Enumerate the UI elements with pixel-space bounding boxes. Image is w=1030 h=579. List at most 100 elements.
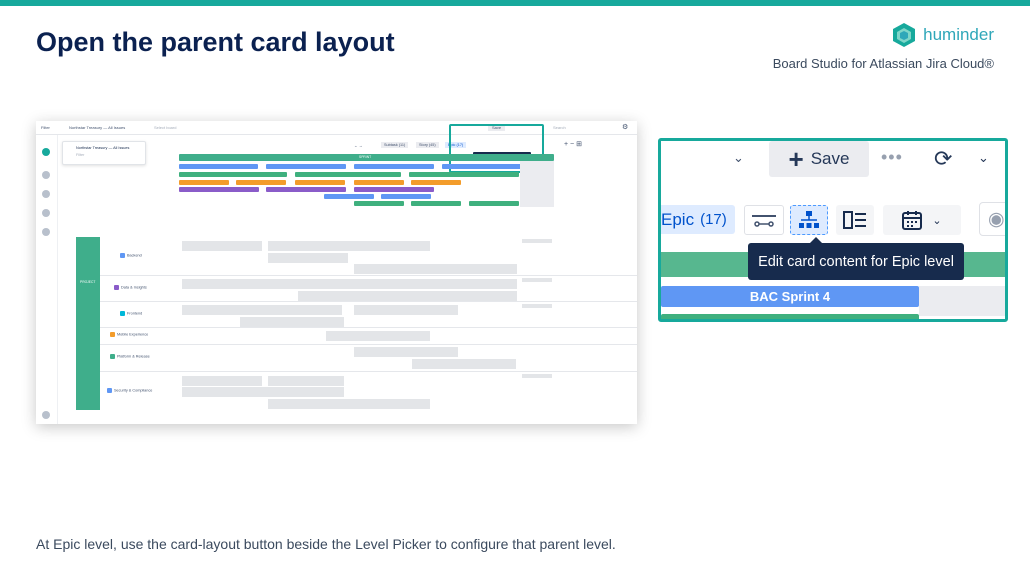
issue-card[interactable]	[298, 291, 517, 301]
gantt-bar[interactable]	[354, 201, 404, 206]
issue-card[interactable]	[522, 239, 552, 243]
slide-title: Open the parent card layout	[36, 27, 395, 57]
filter-label[interactable]: Filter	[41, 125, 50, 130]
mini-story[interactable]: Story (45)	[416, 142, 439, 148]
gantt-bar[interactable]	[179, 187, 259, 192]
mini-nav-arrows[interactable]: ← →	[354, 144, 363, 148]
hierarchy-toggle[interactable]	[790, 205, 828, 235]
issue-card[interactable]	[182, 279, 517, 289]
issue-card[interactable]	[182, 387, 344, 397]
lane-security[interactable]: Security & Compliance	[107, 388, 152, 393]
plus-icon: +	[788, 144, 804, 174]
connector-icon	[752, 215, 776, 227]
lane-icon	[120, 253, 125, 258]
lane-icon	[114, 285, 119, 290]
gantt-bar[interactable]	[179, 164, 258, 169]
refresh-icon[interactable]: ⟳	[934, 146, 953, 171]
level-picker-epic[interactable]: Epic (17)	[661, 205, 735, 234]
gantt-bar[interactable]	[409, 172, 519, 177]
lane-icon	[110, 332, 115, 337]
board-screenshot: Filter Northstar Treasury — All Issues S…	[36, 121, 637, 424]
lane-data-insights[interactable]: Data & Insights	[114, 285, 147, 290]
swimlane-project: PROJECT	[76, 237, 100, 410]
gantt-bar[interactable]	[266, 164, 346, 169]
issue-card[interactable]	[354, 305, 458, 315]
gantt-bar[interactable]	[442, 164, 522, 169]
gantt-bar[interactable]	[236, 180, 286, 185]
mini-epic[interactable]: Epic (17)	[445, 142, 467, 148]
save-label: Save	[810, 149, 850, 168]
mini-gear-icon[interactable]: ⚙	[622, 124, 629, 131]
issue-card[interactable]	[354, 264, 517, 274]
dots-icon[interactable]	[42, 228, 50, 236]
gantt-bar[interactable]	[354, 164, 434, 169]
eye-icon[interactable]: ◉	[979, 202, 1005, 236]
lane-icon	[120, 311, 125, 316]
gantt-bar[interactable]	[295, 180, 345, 185]
gantt-bar[interactable]	[411, 180, 461, 185]
date-picker[interactable]: ⌄	[883, 205, 961, 235]
issue-card[interactable]	[354, 347, 458, 357]
issue-card[interactable]	[182, 376, 262, 386]
huminder-logo-icon	[893, 23, 916, 47]
issue-card[interactable]	[412, 359, 516, 369]
issue-card[interactable]	[182, 305, 342, 315]
screenshot-toolbar: ← → Subtask (11) Story (45) Epic (17) + …	[36, 135, 637, 149]
issue-card[interactable]	[522, 304, 552, 308]
card-layout-icon	[843, 211, 866, 229]
gantt-bar[interactable]	[469, 201, 519, 206]
gantt-bar[interactable]	[179, 172, 287, 177]
issue-card[interactable]	[182, 241, 262, 251]
lane-backend[interactable]: Backend	[120, 253, 142, 258]
sprint-header-bar: SPRINT	[179, 154, 554, 161]
brand-subtitle: Board Studio for Atlassian Jira Cloud®	[772, 56, 994, 71]
chevron-down-icon[interactable]: ⌄	[978, 150, 989, 165]
mini-search[interactable]: Search	[553, 125, 566, 130]
chevron-down-icon[interactable]: ⌄	[733, 150, 744, 165]
board-icon[interactable]	[42, 209, 50, 217]
gantt-bar[interactable]	[179, 180, 229, 185]
board-name[interactable]: Northstar Treasury — All Issues	[69, 125, 126, 130]
chevron-down-icon: ⌄	[932, 214, 942, 227]
issue-card[interactable]	[326, 331, 430, 341]
sprint-bar-next[interactable]	[661, 314, 919, 319]
issue-card[interactable]	[268, 253, 348, 263]
issue-card[interactable]	[240, 317, 344, 327]
filter-card[interactable]: Northstar Treasury — All Issues Filter	[62, 141, 146, 165]
mini-save-button[interactable]: Save	[488, 124, 506, 131]
backlog-column	[919, 286, 1005, 316]
lane-platform[interactable]: Platform & Release	[110, 354, 150, 359]
tree-icon[interactable]	[42, 190, 50, 198]
sprint-header-label: SPRINT	[359, 155, 372, 159]
gantt-bar[interactable]	[381, 194, 431, 199]
card-layout-button[interactable]	[836, 205, 874, 235]
save-button[interactable]: + Save	[769, 141, 869, 177]
row-separator	[100, 344, 637, 345]
more-icon[interactable]: •••	[881, 147, 903, 167]
screenshot-topbar: Filter Northstar Treasury — All Issues S…	[36, 121, 637, 135]
mini-subtask[interactable]: Subtask (11)	[381, 142, 409, 148]
gantt-bar[interactable]	[324, 194, 374, 199]
lane-frontend[interactable]: Frontend	[120, 311, 142, 316]
gantt-bar[interactable]	[295, 172, 401, 177]
issue-card[interactable]	[268, 241, 430, 251]
settings-icon[interactable]	[42, 411, 50, 419]
gantt-bar[interactable]	[266, 187, 346, 192]
row-separator	[100, 301, 637, 302]
select-board[interactable]: Select board	[154, 125, 177, 130]
gantt-bar[interactable]	[354, 180, 404, 185]
app-logo-icon[interactable]	[42, 148, 50, 156]
issue-card[interactable]	[268, 399, 430, 409]
lane-mobile[interactable]: Mobile Experience	[110, 332, 148, 337]
gantt-bar[interactable]	[411, 201, 461, 206]
mini-zoom-icons[interactable]: + − ⊞	[564, 141, 582, 148]
issue-card[interactable]	[522, 374, 552, 378]
epic-label: Epic	[661, 209, 695, 229]
gantt-bar[interactable]	[354, 187, 434, 192]
connector-toggle[interactable]	[744, 205, 784, 235]
sprint-bar[interactable]: BAC Sprint 4	[661, 286, 919, 307]
issue-card[interactable]	[522, 278, 552, 282]
compass-icon[interactable]	[42, 171, 50, 179]
epic-count: (17)	[700, 211, 727, 228]
issue-card[interactable]	[268, 376, 344, 386]
